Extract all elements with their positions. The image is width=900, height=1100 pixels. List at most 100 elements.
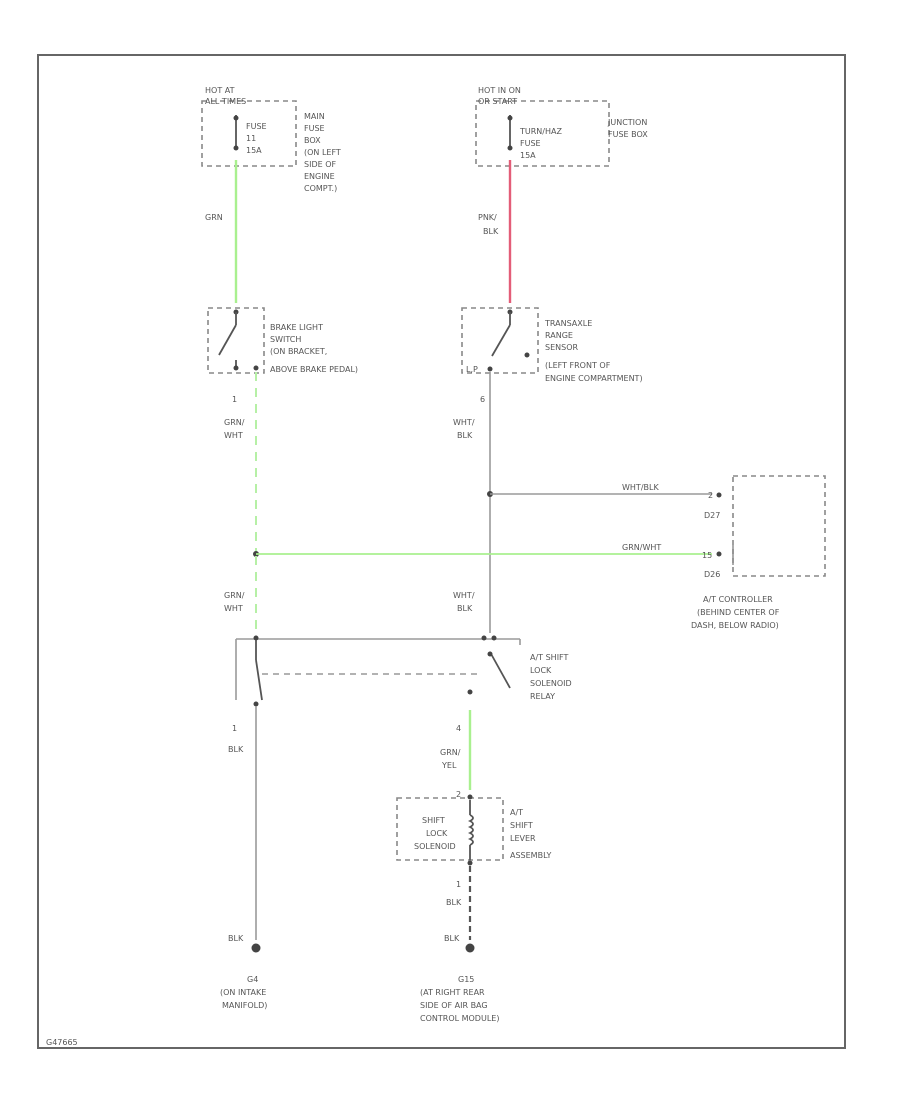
junction-fuse-box-label-1: JUNCTION — [607, 118, 647, 127]
shift-pin-2: 2 — [456, 790, 461, 799]
relay-label-2: LOCK — [530, 666, 552, 675]
main-fuse-box-label-7: COMPT.) — [304, 184, 337, 193]
shift-pin-1: 1 — [456, 880, 461, 889]
relay-label-1: A/T SHIFT — [530, 653, 569, 662]
transaxle-switch-contact — [491, 324, 511, 357]
turn-haz-fuse-label-1: TURN/HAZ — [519, 127, 562, 136]
controller-pin-number-2: 2 — [708, 491, 713, 500]
transaxle-label-2: RANGE — [545, 331, 573, 340]
transaxle-label-1: TRANSAXLE — [544, 319, 592, 328]
shift-lock-relay: A/T SHIFT LOCK SOLENOID RELAY 1 4 — [232, 635, 572, 733]
wire-label-wht-blk-lower-2: BLK — [457, 604, 473, 613]
brake-switch-label-2: SWITCH — [270, 335, 301, 344]
diagram-frame — [37, 54, 846, 1049]
wire-label-grn-wht-upper-1: GRN/ — [224, 418, 245, 427]
junction-fuse-box-section: HOT IN ON OR START TURN/HAZ FUSE 15A JUN… — [475, 86, 648, 167]
relay-contact-right — [489, 651, 511, 689]
wire-label-grn-yel-2: YEL — [441, 761, 457, 770]
brake-switch-pin: 1 — [232, 395, 237, 404]
fuse-11-label-line-3: 15A — [246, 146, 262, 155]
left-header-line-2: ALL TIMES — [205, 97, 246, 106]
wire-label-blk-left: BLK — [228, 745, 244, 754]
turn-haz-fuse-terminal-top — [507, 115, 513, 121]
controller-pin-number-15: 15 — [702, 551, 712, 560]
controller-label-2: (BEHIND CENTER OF — [697, 608, 780, 617]
main-fuse-box-label-4: (ON LEFT — [304, 148, 341, 157]
fuse-11-terminal-bottom — [233, 145, 239, 151]
brake-light-switch: BRAKE LIGHT SWITCH (ON BRACKET, ABOVE BR… — [207, 307, 358, 404]
ground-g15: BLK G15 (AT RIGHT REAR SIDE OF AIR BAG C… — [420, 934, 499, 1023]
junction-fuse-box-label-2: FUSE BOX — [608, 130, 648, 139]
ground-g4-icon — [251, 943, 261, 953]
main-fuse-box-label-1: MAIN — [304, 112, 325, 121]
shift-lock-label-1: SHIFT — [422, 816, 445, 825]
shift-lever-label-4: ASSEMBLY — [510, 851, 551, 860]
wire-label-pnk-blk-2: BLK — [483, 227, 499, 236]
ground-g15-label-2: (AT RIGHT REAR — [420, 988, 485, 997]
brake-switch-contact — [218, 324, 237, 356]
transaxle-pin-6: 6 — [480, 395, 485, 404]
ground-g4-label-3: MANIFOLD) — [222, 1001, 267, 1010]
ground-left-wire-label: BLK — [228, 934, 244, 943]
controller-pin-d27: D27 — [704, 511, 720, 520]
left-header-line-1: HOT AT — [205, 86, 235, 95]
transaxle-label-3: SENSOR — [545, 343, 578, 352]
wire-label-grn-wht-horizontal: GRN/WHT — [622, 543, 661, 552]
ground-g15-icon — [465, 943, 475, 953]
shift-lock-label-2: LOCK — [426, 829, 448, 838]
controller-pin-d26: D26 — [704, 570, 720, 579]
wire-label-grn-wht-lower-2: WHT — [224, 604, 243, 613]
wire-label-grn-yel-1: GRN/ — [440, 748, 461, 757]
shift-lever-label-2: SHIFT — [510, 821, 533, 830]
shift-lock-label-3: SOLENOID — [414, 842, 456, 851]
transaxle-label-4: (LEFT FRONT OF — [545, 361, 611, 370]
brake-switch-label-4: ABOVE BRAKE PEDAL) — [270, 365, 358, 374]
controller-label-1: A/T CONTROLLER — [703, 595, 773, 604]
ground-g15-label-1: G15 — [458, 975, 474, 984]
turn-haz-fuse-label-3: 15A — [520, 151, 536, 160]
wire-label-pnk-blk-1: PNK/ — [478, 213, 497, 222]
shift-lever-assembly: 2 SHIFT LOCK SOLENOID A/T SHIFT LEVER AS… — [396, 790, 551, 889]
ground-right-wire-label: BLK — [444, 934, 460, 943]
wire-label-grn-wht-upper-2: WHT — [224, 431, 243, 440]
shift-lever-label-3: LEVER — [510, 834, 536, 843]
at-controller: 2 15 D27 D26 A/T CONTROLLER (BEHIND CENT… — [691, 475, 826, 630]
wire-label-wht-blk-lower-1: WHT/ — [453, 591, 475, 600]
solenoid-coil-icon — [467, 814, 474, 846]
ground-g4-label-2: (ON INTAKE — [220, 988, 266, 997]
turn-haz-fuse-terminal-bottom — [507, 145, 513, 151]
main-fuse-box-label-6: ENGINE — [304, 172, 335, 181]
transaxle-range-sensor: L,P 6 TRANSAXLE RANGE SENSOR (LEFT FRONT… — [461, 307, 643, 404]
figure-id: G47665 — [46, 1038, 78, 1047]
ground-g15-label-3: SIDE OF AIR BAG — [420, 1001, 488, 1010]
wire-label-wht-blk-horizontal: WHT/BLK — [622, 483, 659, 492]
relay-label-4: RELAY — [530, 692, 555, 701]
transaxle-pin-lp: L,P — [466, 365, 478, 374]
wire-label-grn: GRN — [205, 213, 223, 222]
wire-label-wht-blk-upper-1: WHT/ — [453, 418, 475, 427]
right-header-line-1: HOT IN ON — [478, 86, 521, 95]
wire-label-grn-wht-lower-1: GRN/ — [224, 591, 245, 600]
fuse-11-label-line-2: 11 — [246, 134, 256, 143]
relay-pin-4: 4 — [456, 724, 461, 733]
brake-switch-label-3: (ON BRACKET, — [270, 347, 327, 356]
controller-label-3: DASH, BELOW RADIO) — [691, 621, 779, 630]
wire-label-wht-blk-upper-2: BLK — [457, 431, 473, 440]
right-header-line-2: OR START — [478, 97, 517, 106]
ground-g4: BLK G4 (ON INTAKE MANIFOLD) — [220, 934, 267, 1010]
fuse-11-label-line-1: FUSE — [246, 122, 267, 131]
main-fuse-box-label-5: SIDE OF — [304, 160, 336, 169]
turn-haz-fuse-label-2: FUSE — [520, 139, 541, 148]
fuse-11-terminal-top — [233, 115, 239, 121]
ground-g15-label-4: CONTROL MODULE) — [420, 1014, 499, 1023]
main-fuse-box-label-3: BOX — [304, 136, 321, 145]
ground-g4-label-1: G4 — [247, 975, 258, 984]
main-fuse-box-section: HOT AT ALL TIMES FUSE 11 15A MAIN FUSE B… — [201, 86, 341, 193]
shift-lever-label-1: A/T — [510, 808, 523, 817]
transaxle-label-5: ENGINE COMPARTMENT) — [545, 374, 643, 383]
relay-label-3: SOLENOID — [530, 679, 572, 688]
relay-pin-1: 1 — [232, 724, 237, 733]
main-fuse-box-label-2: FUSE — [304, 124, 325, 133]
relay-contact-left — [255, 659, 263, 701]
